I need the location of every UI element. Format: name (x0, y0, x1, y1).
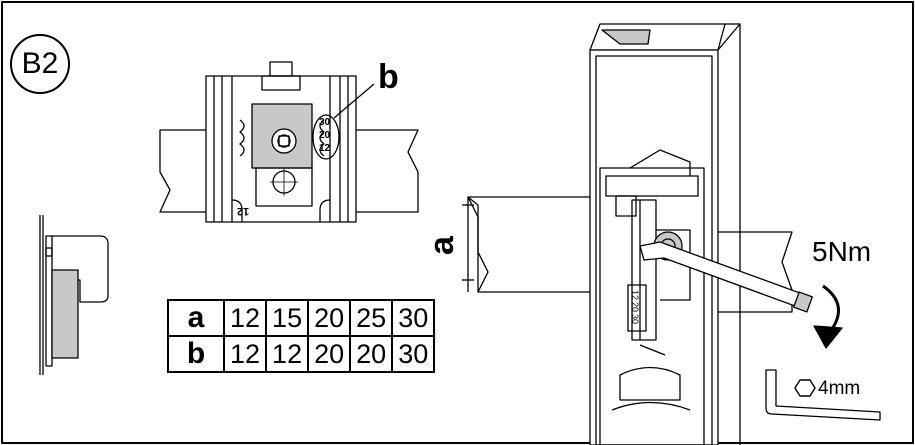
table-cell: 20 (307, 299, 352, 337)
slot-mark-30: 30 (319, 117, 331, 128)
hex-key-icon (794, 379, 816, 397)
table-cell: 30 (391, 299, 436, 337)
table-cell: 12 (222, 299, 268, 337)
table-cell: 30 (391, 335, 436, 373)
table-row: a 12 15 20 25 30 (167, 299, 436, 337)
spec-table: a 12 15 20 25 30 b 12 12 20 20 30 (167, 299, 436, 373)
bottom-mark: 12 (237, 205, 250, 217)
step-badge (10, 34, 70, 94)
side-profile (39, 215, 109, 375)
table-row: b 12 12 20 20 30 (167, 335, 436, 373)
tool-size-label: 4mm (818, 378, 861, 399)
table-cell: 25 (349, 299, 394, 337)
table-cell: 20 (349, 335, 394, 373)
profile-mark-30: 30 (630, 313, 641, 325)
table-cell: 15 (265, 299, 310, 337)
slot-mark-20: 20 (319, 130, 331, 141)
torque-label: 5Nm (812, 236, 872, 267)
label-b: b (378, 58, 399, 96)
profile-mark-12: 12 (630, 289, 641, 301)
main-view (462, 23, 843, 445)
table-cell: 12 (222, 335, 268, 373)
step-label: B2 (21, 47, 59, 80)
hex-key-tool (765, 369, 881, 421)
profile-mark-20: 20 (630, 301, 641, 313)
table-cell: 20 (307, 335, 352, 373)
table-cell: 12 (265, 335, 310, 373)
detail-view (159, 61, 419, 223)
slot-mark-12: 12 (319, 143, 331, 154)
row-head-b: b (167, 335, 225, 373)
label-a: a (422, 236, 461, 255)
row-head-a: a (167, 299, 225, 337)
